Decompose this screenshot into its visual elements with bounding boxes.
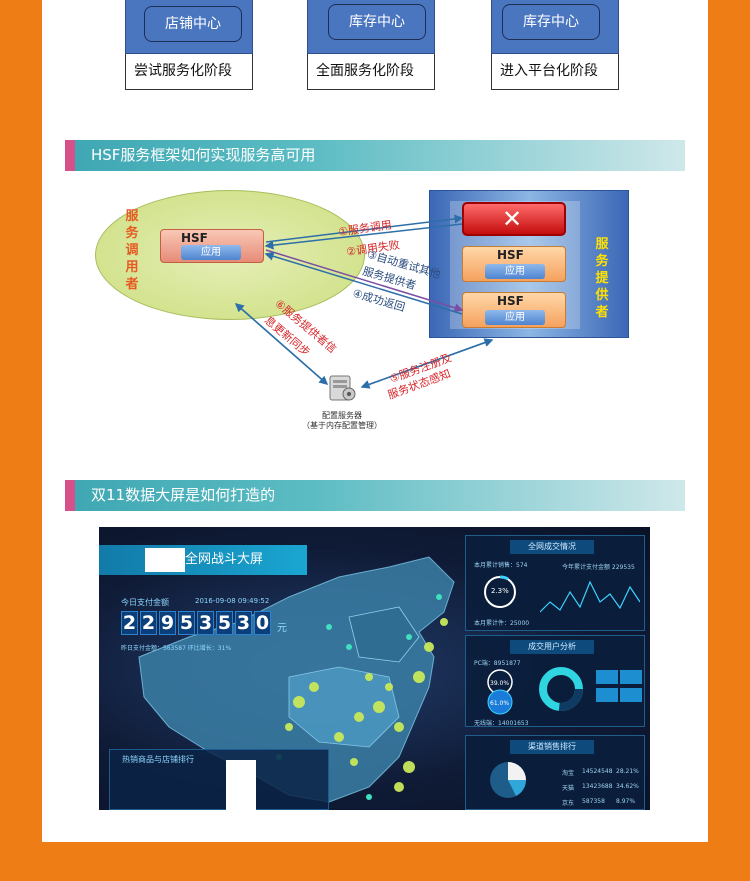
stage-label: 全面服务化阶段	[307, 54, 435, 90]
stage-3: 库存中心 进入平台化阶段	[491, 0, 619, 90]
china-map	[138, 556, 455, 803]
server-icon	[329, 375, 356, 401]
node-title: HSF	[497, 248, 524, 262]
pct: 61.0%	[490, 700, 510, 707]
section-header-dashboard: 双11数据大屏是如何打造的	[65, 480, 685, 511]
panel-title: 渠道销售排行	[510, 740, 594, 754]
flow-arrows	[234, 214, 494, 389]
section-title: 双11数据大屏是如何打造的	[91, 486, 276, 504]
dashboard-screenshot: 全网战斗大屏 今日支付金额 2016-09-08 09:49:52 2 2 9 …	[99, 527, 650, 810]
rank-panel: 热销商品与店铺排行	[109, 749, 329, 810]
channel-name: 京东	[562, 800, 575, 807]
ring-gauge	[484, 575, 516, 608]
pay-date: 2016-09-08 09:49:52	[195, 597, 270, 605]
stage-1: 店铺中心 尝试服务化阶段	[125, 0, 253, 90]
digit: 5	[216, 611, 233, 635]
panel-title: 全网成交情况	[510, 540, 594, 554]
failed-node: ✕	[462, 202, 566, 236]
dashboard-title-bar: 全网战斗大屏	[99, 545, 307, 575]
node-app: 应用	[485, 310, 545, 325]
node-app: 应用	[181, 245, 241, 260]
digit: 2	[140, 611, 157, 635]
pct: 39.0%	[490, 680, 510, 687]
panel-trade: 全网成交情况 本月累计销售：574 今年累计支付金额 229535 2.3% 本…	[465, 535, 645, 631]
node-title: HSF	[181, 231, 208, 245]
stage-label: 尝试服务化阶段	[125, 54, 253, 90]
channel-pct: 8.97%	[616, 798, 636, 805]
hsf-diagram: 服务调用者 HSF 应用 服务提供者 ✕ HSF 应用 HSF 应用 ①服务调用…	[90, 182, 650, 442]
provider-node-1: HSF 应用	[462, 246, 566, 282]
error-x-icon: ✕	[502, 205, 523, 233]
panel-stat: PC端：8951877	[474, 660, 521, 667]
panel-users: 成交用户分析 PC端：8951877 39.0% 61.0% 无线端：14001…	[465, 635, 645, 727]
ring-pct: 2.3%	[491, 587, 509, 595]
panel-channels: 渠道销售排行 淘宝 14524548 28.21% 天猫 13423688 34…	[465, 735, 645, 810]
section-title: HSF服务框架如何实现服务高可用	[91, 146, 316, 164]
panel-stat: 无线端：14001653	[474, 720, 529, 727]
stage-pill: 店铺中心	[144, 6, 242, 42]
consumer-node: HSF 应用	[160, 229, 264, 263]
channel-pct: 34.62%	[616, 783, 639, 790]
stage-2: 库存中心 全面服务化阶段	[307, 0, 435, 90]
digit: 5	[178, 611, 195, 635]
server-label: 配置服务器 （基于内存配置管理）	[302, 411, 382, 431]
server-label-line2: （基于内存配置管理）	[302, 421, 382, 430]
server-label-line1: 配置服务器	[322, 411, 362, 420]
channel-value: 14524548	[582, 768, 613, 775]
panel-stat: 今年累计支付金额 229535	[562, 564, 635, 571]
dashboard-title: 全网战斗大屏	[185, 552, 264, 567]
panel-stat: 本月累计销售：574	[474, 562, 528, 569]
section-header-hsf: HSF服务框架如何实现服务高可用	[65, 140, 685, 171]
sub-stats: 昨日支付金额：563587 环比增长：31%	[121, 645, 232, 652]
panel-stat: 本月累计件：25000	[474, 620, 530, 627]
digit: 3	[235, 611, 252, 635]
provider-node-2: HSF 应用	[462, 292, 566, 328]
rank-title: 热销商品与店铺排行	[122, 755, 194, 764]
pay-amount: 2 2 9 5 3 5 3 0	[121, 611, 273, 635]
digit: 0	[254, 611, 271, 635]
node-title: HSF	[497, 294, 524, 308]
panel-title: 成交用户分析	[510, 640, 594, 654]
channel-pct: 28.21%	[616, 768, 639, 775]
digit: 9	[159, 611, 176, 635]
channel-value: 13423688	[582, 783, 613, 790]
digit: 3	[197, 611, 214, 635]
pay-label: 今日支付金额	[121, 598, 169, 607]
channel-value: 587358	[582, 798, 605, 805]
user-split-circles	[487, 669, 513, 715]
stage-pill: 库存中心	[328, 4, 426, 40]
donut-chart	[539, 667, 583, 711]
stage-pill: 库存中心	[502, 4, 600, 40]
consumer-label: 服务调用者	[125, 209, 139, 292]
channel-pie	[490, 762, 526, 798]
digit: 2	[121, 611, 138, 635]
pay-unit: 元	[277, 623, 287, 634]
channel-name: 淘宝	[562, 770, 575, 777]
provider-label: 服务提供者	[595, 237, 609, 320]
node-app: 应用	[485, 264, 545, 279]
stage-label: 进入平台化阶段	[491, 54, 619, 90]
channel-name: 天猫	[562, 785, 575, 792]
trend-line	[540, 580, 640, 613]
